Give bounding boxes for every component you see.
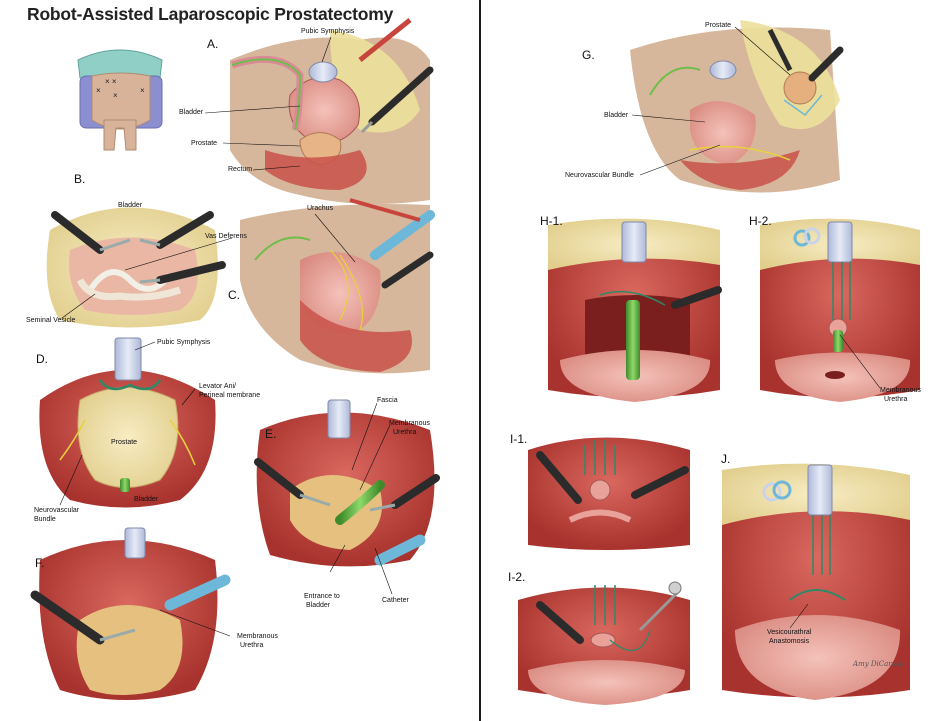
label-a-pubic-symphysis: Pubic Symphysis [301, 28, 355, 35]
svg-text:× ×: × × [105, 77, 117, 86]
label-b-bladder: Bladder [118, 202, 143, 209]
label-f-membranous: Membranous [237, 633, 278, 640]
panel-label-g: G. [582, 48, 595, 62]
svg-text:×: × [96, 86, 101, 95]
panel-h2-anastomosis-continued [760, 218, 920, 402]
label-e-entrance-to: Entrance to [304, 593, 340, 600]
label-e-membranous: Membranous [389, 420, 430, 427]
label-b-vas-deferens: Vas Deferens [205, 233, 247, 240]
panel-h1-anastomosis-start [548, 218, 722, 402]
panel-j-completed-anastomosis [722, 463, 910, 700]
plate-title: Robot-Assisted Laparoscopic Prostatectom… [27, 4, 394, 24]
label-d-pubic-symphysis: Pubic Symphysis [157, 339, 211, 346]
label-e-urethra: Urethra [393, 429, 417, 436]
label-c-urachus: Urachus [307, 205, 334, 212]
panel-f-membranous-urethra [30, 527, 231, 700]
label-a-prostate: Prostate [191, 140, 218, 147]
panel-label-d: D. [36, 352, 48, 366]
label-d-prostate: Prostate [111, 439, 138, 446]
panel-label-h2: H-2. [749, 214, 772, 228]
center-divider [479, 0, 481, 721]
artist-signature: Amy DiCaruso [853, 660, 904, 668]
panel-c-urachus [240, 198, 435, 374]
label-e-catheter: Catheter [382, 597, 409, 604]
label-b-seminal-vesicle: Seminal Vesicle [26, 317, 76, 324]
label-a-bladder: Bladder [179, 109, 204, 116]
panel-label-b: B. [74, 172, 86, 186]
patient-position-figure: × × × × × [77, 49, 163, 151]
panel-d-prostate-dissection [39, 337, 216, 508]
panel-label-h1: H-1. [540, 214, 563, 228]
label-d-neurovascular: Neurovascular [34, 507, 80, 514]
label-d-perineal-membrane: Perineal membrane [199, 392, 261, 399]
leader-lines [59, 26, 881, 637]
panel-label-i2: I-2. [508, 570, 526, 584]
panel-g-prostate-removal [630, 20, 844, 193]
label-e-fascia: Fascia [377, 397, 398, 404]
panel-i1-suturing [528, 437, 690, 550]
label-a-rectum: Rectum [228, 166, 253, 173]
label-j-vesicourathral: Vesicourathral [767, 629, 812, 636]
panel-label-e: E. [265, 427, 277, 441]
panel-i2-suturing [518, 581, 690, 705]
label-g-neurovascular-bundle: Neurovascular Bundle [565, 172, 634, 179]
label-d-levator-ani: Levator Ani/ [199, 383, 236, 390]
label-e-bladder: Bladder [306, 602, 331, 609]
svg-text:×: × [113, 91, 118, 100]
panel-label-f: F. [35, 556, 45, 570]
label-h2-urethra: Urethra [884, 396, 908, 403]
label-h2-membranous: Membranous [880, 387, 921, 394]
panel-label-i1: I-1. [510, 432, 528, 446]
panel-b-vas-deferens [46, 207, 226, 328]
label-j-anastomosis: Anastomosis [769, 638, 810, 645]
panel-label-j: J. [721, 452, 731, 466]
label-g-bladder: Bladder [604, 112, 629, 119]
label-d-bundle: Bundle [34, 516, 56, 523]
panel-label-a: A. [207, 37, 219, 51]
svg-text:×: × [140, 86, 145, 95]
label-f-urethra: Urethra [240, 642, 264, 649]
label-d-bladder: Bladder [134, 496, 159, 503]
panel-label-c: C. [228, 288, 240, 302]
label-g-prostate: Prostate [705, 22, 732, 29]
panel-e-urethra-transection [254, 399, 440, 567]
panel-a-sagittal [230, 18, 434, 204]
